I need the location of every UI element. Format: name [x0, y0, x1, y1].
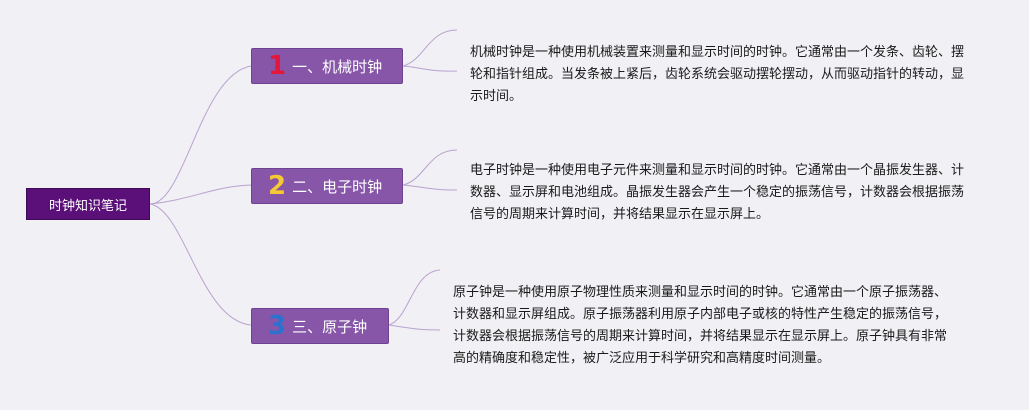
branch-label-3: 三、原子钟 [292, 317, 368, 336]
branch-number-1: 1 [268, 51, 287, 81]
connector-root-branch-2 [149, 184, 252, 205]
connector-branch-2-desc-lower [402, 184, 458, 191]
branch-number-2: 2 [268, 171, 287, 201]
description-mechanical: 机械时钟是一种使用机械装置来测量和显示时间的时钟。它通常由一个发条、齿轮、摆轮和… [470, 45, 965, 104]
branch-label-1: 一、机械时钟 [292, 57, 383, 76]
connector-branch-2-desc [402, 149, 458, 186]
connector-branch-1-desc [402, 29, 458, 67]
connector-branch-3-desc [388, 269, 441, 326]
branch-node-electronic[interactable]: 2 二、电子时钟 [251, 168, 403, 204]
description-electronic: 电子时钟是一种使用电子元件来测量和显示时间的时钟。它通常由一个晶振发生器、计数器… [470, 163, 965, 222]
connector-root-branch-3 [149, 203, 252, 326]
connector-root-branch-1 [149, 65, 252, 205]
root-label: 时钟知识笔记 [48, 198, 127, 214]
connector-branch-1-desc-lower [402, 65, 458, 72]
branch-node-mechanical[interactable]: 1 一、机械时钟 [251, 48, 403, 84]
branch-node-atomic[interactable]: 3 三、原子钟 [251, 308, 389, 344]
description-atomic: 原子钟是一种使用原子物理性质来测量和显示时间的时钟。它通常由一个原子振荡器、计数… [453, 285, 948, 366]
branch-number-3: 3 [268, 311, 287, 341]
connector-branch-3-desc-lower [388, 324, 441, 331]
root-node[interactable]: 时钟知识笔记 [26, 188, 150, 220]
branch-label-2: 二、电子时钟 [292, 177, 383, 196]
